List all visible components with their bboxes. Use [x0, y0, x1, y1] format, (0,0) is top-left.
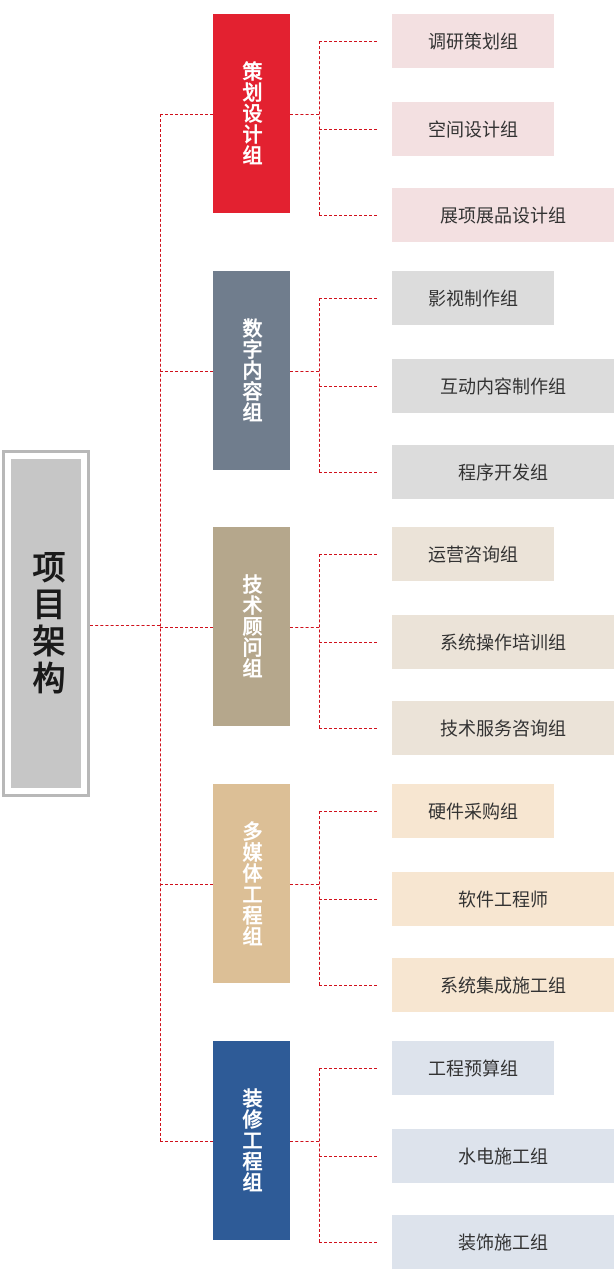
subgroup-item: 运营咨询组: [392, 527, 554, 581]
subgroup-item: 空间设计组: [392, 102, 554, 156]
group-node: 策划设计组: [213, 14, 290, 213]
subgroup-item-label: 互动内容制作组: [440, 377, 566, 398]
item-connector: [319, 1068, 377, 1069]
subgroup-item-label: 装饰施工组: [458, 1233, 548, 1254]
subgroup-item: 系统操作培训组: [392, 615, 614, 669]
subgroup-item: 影视制作组: [392, 271, 554, 325]
group-node-label: 技术顾问组: [239, 574, 263, 679]
group-connector: [160, 113, 213, 115]
subgroup-item: 水电施工组: [392, 1129, 614, 1183]
branch-connector: [290, 370, 319, 372]
group-node-label: 数字内容组: [239, 318, 263, 423]
subgroup-item: 调研策划组: [392, 14, 554, 68]
subgroup-item: 软件工程师: [392, 872, 614, 926]
item-connector: [319, 386, 377, 387]
item-connector: [319, 554, 377, 555]
subgroup-item: 互动内容制作组: [392, 359, 614, 413]
root-node-fill: 项目架构: [11, 459, 81, 788]
branch-vertical-connector: [319, 298, 320, 472]
item-connector: [319, 215, 377, 216]
subgroup-item: 技术服务咨询组: [392, 701, 614, 755]
branch-vertical-connector: [319, 554, 320, 728]
subgroup-item-label: 软件工程师: [458, 890, 548, 911]
branch-connector: [290, 113, 319, 115]
branch-vertical-connector: [319, 41, 320, 215]
subgroup-item-label: 硬件采购组: [428, 802, 518, 823]
subgroup-item-label: 调研策划组: [428, 32, 518, 53]
root-node: 项目架构: [2, 450, 90, 797]
subgroup-item-label: 展项展品设计组: [440, 206, 566, 227]
subgroup-item-label: 程序开发组: [458, 463, 548, 484]
item-connector: [319, 899, 377, 900]
group-connector: [160, 370, 213, 372]
subgroup-item-label: 影视制作组: [428, 289, 518, 310]
subgroup-item-label: 工程预算组: [428, 1059, 518, 1080]
branch-connector: [290, 1140, 319, 1142]
item-connector: [319, 472, 377, 473]
branch-connector: [290, 883, 319, 885]
branch-vertical-connector: [319, 1068, 320, 1242]
group-node: 数字内容组: [213, 271, 290, 470]
item-connector: [319, 811, 377, 812]
item-connector: [319, 642, 377, 643]
subgroup-item-label: 空间设计组: [428, 120, 518, 141]
root-connector: [90, 625, 160, 626]
subgroup-item: 程序开发组: [392, 445, 614, 499]
item-connector: [319, 985, 377, 986]
item-connector: [319, 129, 377, 130]
subgroup-item: 展项展品设计组: [392, 188, 614, 242]
subgroup-item-label: 系统集成施工组: [440, 976, 566, 997]
group-node-label: 多媒体工程组: [239, 820, 263, 947]
root-node-label: 项目架构: [27, 549, 66, 698]
item-connector: [319, 728, 377, 729]
branch-vertical-connector: [319, 811, 320, 985]
item-connector: [319, 1156, 377, 1157]
group-connector: [160, 626, 213, 628]
subgroup-item-label: 系统操作培训组: [440, 633, 566, 654]
group-node: 装修工程组: [213, 1041, 290, 1240]
subgroup-item: 硬件采购组: [392, 784, 554, 838]
item-connector: [319, 1242, 377, 1243]
group-node: 多媒体工程组: [213, 784, 290, 983]
group-node-label: 装修工程组: [239, 1088, 263, 1193]
subgroup-item-label: 运营咨询组: [428, 545, 518, 566]
branch-connector: [290, 626, 319, 628]
subgroup-item: 工程预算组: [392, 1041, 554, 1095]
subgroup-item-label: 水电施工组: [458, 1147, 548, 1168]
subgroup-item: 系统集成施工组: [392, 958, 614, 1012]
item-connector: [319, 41, 377, 42]
group-node: 技术顾问组: [213, 527, 290, 726]
group-connector: [160, 883, 213, 885]
group-node-label: 策划设计组: [239, 61, 263, 166]
subgroup-item: 装饰施工组: [392, 1215, 614, 1269]
subgroup-item-label: 技术服务咨询组: [440, 719, 566, 740]
item-connector: [319, 298, 377, 299]
group-connector: [160, 1140, 213, 1142]
